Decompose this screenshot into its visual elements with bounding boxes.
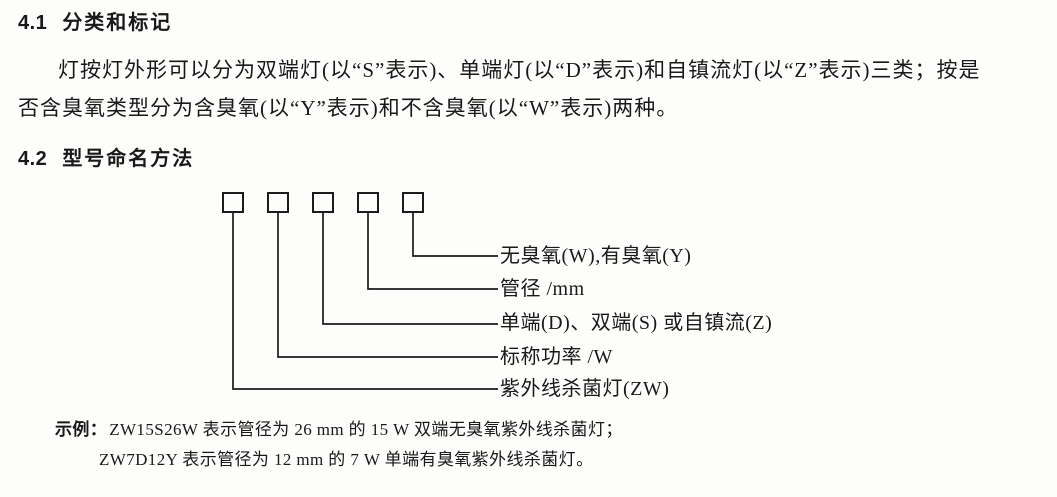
connector-line-type: [322, 212, 498, 325]
example-text-1: ZW15S26W 表示管径为 26 mm 的 15 W 双端无臭氧紫外线杀菌灯；: [109, 420, 623, 439]
diagram-label-type: 单端(D)、双端(S) 或自镇流(Z): [500, 312, 773, 334]
example-prefix: 示例：: [55, 420, 108, 439]
model-code-box-3: [312, 192, 334, 213]
section-title: 型号命名方法: [62, 148, 195, 170]
section-title: 分类和标记: [62, 12, 173, 34]
diagram-label-power: 标称功率 /W: [500, 346, 613, 368]
section-number: 4.2: [18, 148, 48, 170]
diagram-label-zw: 紫外线杀菌灯(ZW): [500, 378, 670, 400]
model-code-box-4: [357, 192, 379, 213]
example-text-2: ZW7D12Y 表示管径为 12 mm 的 7 W 单端有臭氧紫外线杀菌灯。: [99, 450, 594, 469]
model-code-box-1: [222, 192, 244, 213]
connector-line-zw: [232, 212, 498, 390]
example-line-1: 示例：ZW15S26W 表示管径为 26 mm 的 15 W 双端无臭氧紫外线杀…: [55, 415, 623, 440]
model-code-box-5: [402, 192, 424, 213]
connector-line-diameter: [367, 212, 498, 290]
section-heading-4-2: 4.2 型号命名方法: [18, 142, 194, 171]
section-heading-4-1: 4.1 分类和标记: [18, 6, 172, 35]
diagram-label-ozone: 无臭氧(W),有臭氧(Y): [500, 245, 692, 267]
paragraph-line-2: 否含臭氧类型分为含臭氧(以“Y”表示)和不含臭氧(以“W”表示)两种。: [18, 96, 679, 120]
connector-line-ozone: [412, 212, 498, 257]
model-code-box-2: [267, 192, 289, 213]
model-naming-diagram: [222, 192, 498, 390]
paragraph-line-1: 灯按灯外形可以分为双端灯(以“S”表示)、单端灯(以“D”表示)和自镇流灯(以“…: [58, 58, 981, 82]
example-line-2: ZW7D12Y 表示管径为 12 mm 的 7 W 单端有臭氧紫外线杀菌灯。: [99, 445, 594, 470]
connector-line-power: [277, 212, 498, 358]
section-number: 4.1: [18, 12, 48, 34]
diagram-label-diameter: 管径 /mm: [500, 278, 585, 300]
